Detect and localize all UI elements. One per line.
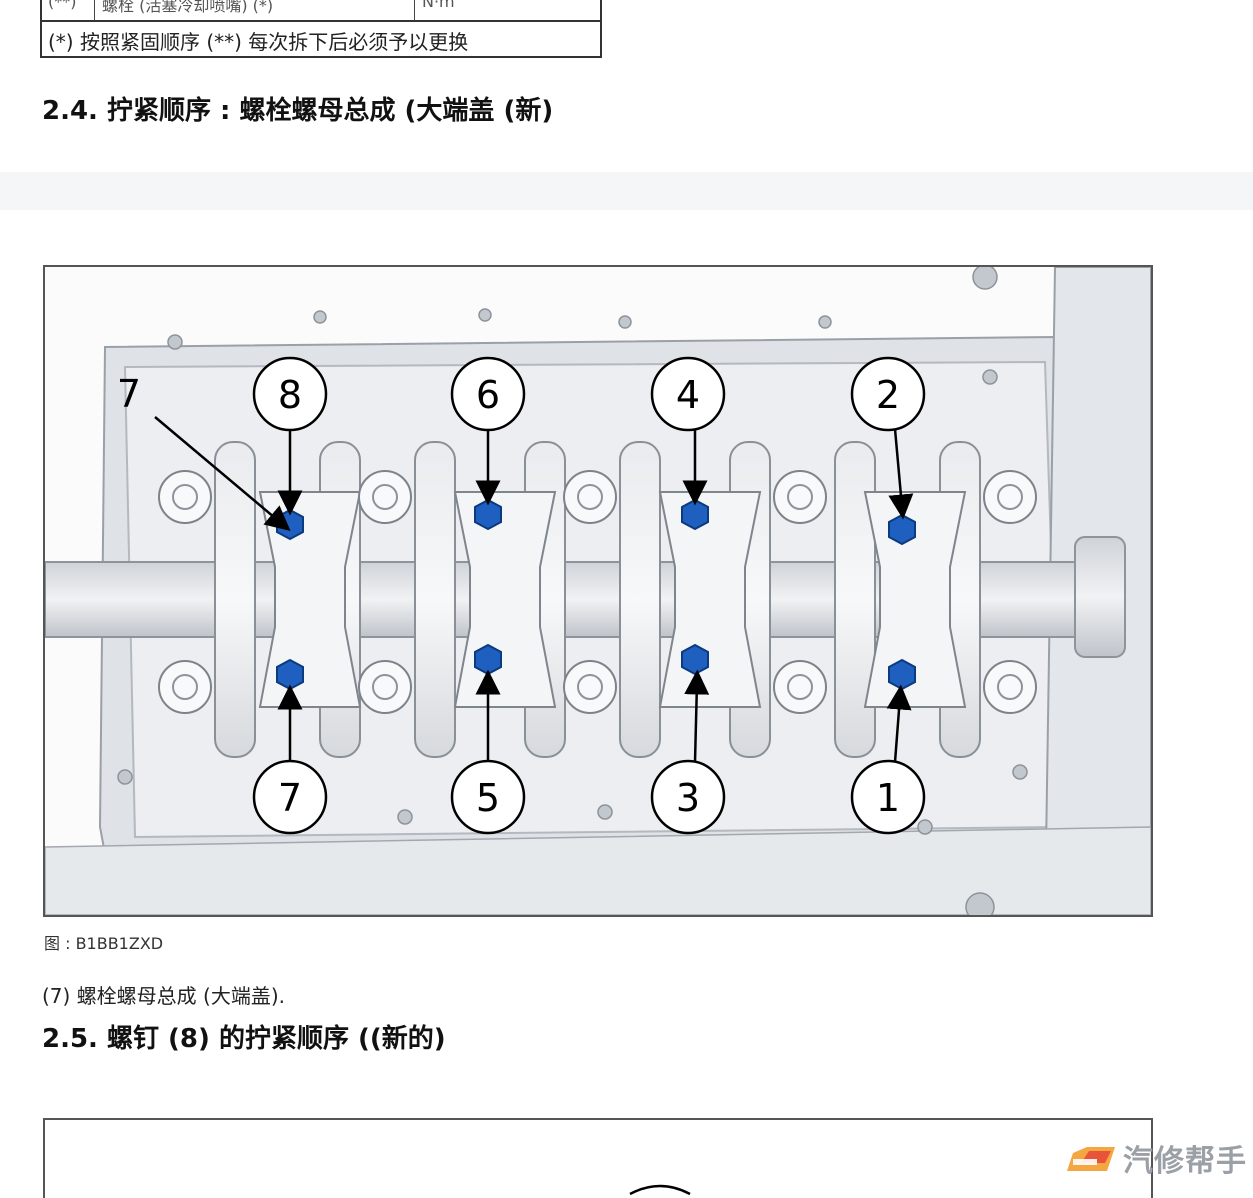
figure-caption: 图 : B1BB1ZXD <box>44 934 164 953</box>
page-separator-band <box>0 172 1253 210</box>
table-cell: 螺栓 (活塞冷却喷嘴) (*) <box>102 0 274 15</box>
sequence-label-bottom: 7 <box>278 776 302 820</box>
sequence-label-bottom: 3 <box>676 776 700 820</box>
figure-2-illustration <box>629 1184 691 1196</box>
table-cell: N·m <box>422 0 455 11</box>
screw-tightening-figure <box>43 1118 1153 1198</box>
table-footnote: (*) 按照紧固顺序 (**) 每次拆下后必须予以更换 <box>48 30 469 54</box>
sequence-label-top: 4 <box>676 373 700 417</box>
watermark-text: 汽修帮手 <box>1123 1144 1247 1179</box>
sequence-label-top: 2 <box>876 373 900 417</box>
sequence-label-bottom: 1 <box>876 776 900 820</box>
bolt-markers <box>276 498 916 691</box>
section-heading-2-5: 2.5. 螺钉 (8) 的拧紧顺序 ((新的) <box>42 1024 446 1054</box>
sequence-label-top: 8 <box>278 373 302 417</box>
engine-block-illustration: 8 6 4 2 7 5 3 1 7 <box>45 267 1151 915</box>
table-divider <box>414 0 415 20</box>
item-callout-label: 7 <box>117 372 141 416</box>
car-logo-icon <box>1067 1147 1115 1171</box>
sequence-arrows <box>154 416 914 763</box>
section-heading-2-4: 2.4. 拧紧顺序 : 螺栓螺母总成 (大端盖 (新) <box>42 96 554 126</box>
table-cut-row: (**) 螺栓 (活塞冷却喷嘴) (*) N·m <box>42 0 600 22</box>
table-divider <box>94 0 95 20</box>
sequence-label-bottom: 5 <box>476 776 500 820</box>
table-cell: (**) <box>48 0 77 11</box>
item-description: (7) 螺栓螺母总成 (大端盖). <box>42 984 286 1008</box>
sequence-label-top: 6 <box>476 373 500 417</box>
torque-table-fragment: (**) 螺栓 (活塞冷却喷嘴) (*) N·m (*) 按照紧固顺序 (**)… <box>40 0 602 58</box>
watermark: 汽修帮手 <box>1063 1136 1247 1180</box>
bolt-tightening-sequence-figure: 8 6 4 2 7 5 3 1 7 <box>43 265 1153 917</box>
